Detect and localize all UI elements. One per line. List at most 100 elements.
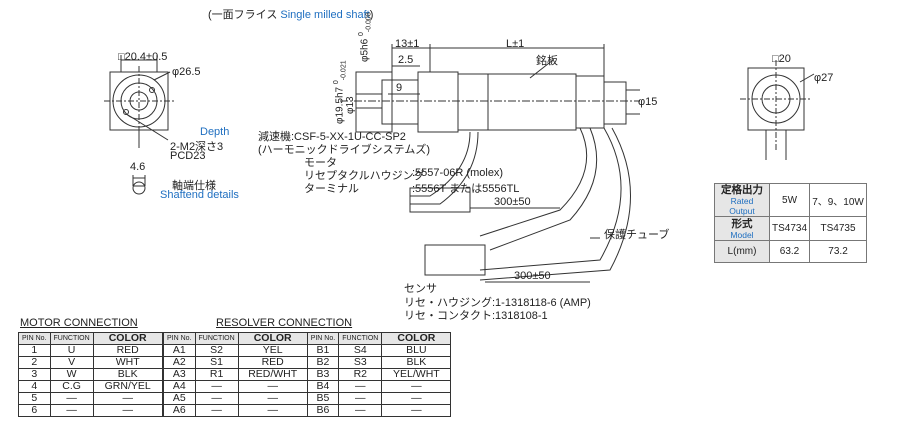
dim-shaft: φ5h6 0-0.008 bbox=[358, 12, 372, 62]
resolver-header-row: PIN No. FUNCTION COLOR PIN No. FUNCTION … bbox=[163, 332, 452, 345]
resolver-function: S2 bbox=[194, 344, 239, 357]
drawing-title: (一面フライス Single milled shaft) bbox=[208, 6, 373, 22]
motor-header-function: FUNCTION bbox=[49, 332, 94, 345]
resolver-color: — bbox=[381, 392, 452, 405]
resolver-color: RED bbox=[237, 356, 308, 369]
motor-header-row: PIN No. FUNCTION COLOR bbox=[18, 332, 163, 345]
resolver-function: R2 bbox=[338, 368, 383, 381]
title-prefix: (一面フライス bbox=[208, 9, 278, 21]
motor-label: モータ bbox=[304, 157, 337, 169]
spec-model-en: Model bbox=[730, 229, 754, 240]
receptacle-label: リセプタクルハウジング bbox=[304, 170, 425, 182]
title-suffix: ) bbox=[369, 9, 374, 21]
motor-pin: 6 bbox=[18, 404, 51, 417]
resolver-pin: B1 bbox=[306, 344, 340, 357]
spec-output-value-2: 7、9、10W bbox=[809, 183, 868, 217]
resolver-header-function-b: FUNCTION bbox=[338, 332, 383, 345]
spec-row-output: 定格出力 Rated Output 5W 7、9、10W bbox=[714, 183, 868, 217]
front-view-outline bbox=[104, 55, 174, 148]
spec-output-header: 定格出力 Rated Output bbox=[714, 183, 770, 217]
dim-flange: φ19.5h7 0-0.021 bbox=[333, 60, 347, 124]
terminal-label: ターミナル bbox=[304, 183, 359, 195]
motor-pin: 4 bbox=[18, 380, 51, 393]
shaftend-en: Shaftend details bbox=[160, 189, 239, 201]
motor-function: U bbox=[49, 344, 94, 357]
resolver-pin: A1 bbox=[163, 344, 196, 357]
motor-pin: 2 bbox=[18, 356, 51, 369]
sensor-label: センサ bbox=[404, 283, 437, 295]
resolver-function: S1 bbox=[194, 356, 239, 369]
dim-13: 13±1 bbox=[395, 38, 420, 50]
resolver-color: — bbox=[237, 380, 308, 393]
resolver-connection-title: RESOLVER CONNECTION bbox=[216, 317, 353, 329]
motor-function: C.G bbox=[49, 380, 94, 393]
spec-row-length: L(mm) 63.2 73.2 bbox=[714, 240, 868, 263]
sensor-contact: リセ・コンタクト:1318108-1 bbox=[404, 310, 548, 322]
resolver-color: — bbox=[237, 392, 308, 405]
spec-model-jp: 形式 bbox=[731, 217, 753, 230]
resolver-color: YEL bbox=[237, 344, 308, 357]
spec-model-value-1: TS4734 bbox=[768, 216, 811, 241]
table-row: A4——B4—— bbox=[163, 380, 452, 393]
pcd-label: PCD23 bbox=[170, 150, 206, 162]
resolver-function: — bbox=[194, 380, 239, 393]
resolver-color: BLU bbox=[381, 344, 452, 357]
resolver-function: S4 bbox=[338, 344, 383, 357]
shaftend-detail bbox=[132, 175, 146, 195]
resolver-pin: B5 bbox=[306, 392, 340, 405]
dim-15: φ15 bbox=[638, 96, 658, 108]
resolver-header-color-a: COLOR bbox=[237, 332, 308, 345]
resolver-function: — bbox=[338, 404, 383, 417]
motor-color: BLK bbox=[92, 368, 163, 381]
spec-length-value-1: 63.2 bbox=[768, 240, 811, 263]
dim-flange-tol-lo: -0.021 bbox=[340, 60, 348, 81]
front-dim-square: □20.4±0.5 bbox=[118, 51, 168, 63]
resolver-function: S3 bbox=[338, 356, 383, 369]
resolver-function: R1 bbox=[194, 368, 239, 381]
shaft-dim: 4.6 bbox=[130, 161, 146, 173]
motor-color: RED bbox=[92, 344, 163, 357]
resolver-color: YEL/WHT bbox=[381, 368, 452, 381]
rear-dim-diameter: φ27 bbox=[814, 72, 834, 84]
gear-label: 減速機:CSF-5-XX-1U-CC-SP2 bbox=[258, 131, 406, 143]
dim-flange-value: φ19.5h7 bbox=[334, 86, 346, 124]
resolver-function: — bbox=[338, 380, 383, 393]
table-row: 5—— bbox=[18, 392, 163, 405]
rear-view-outline bbox=[740, 60, 815, 160]
spec-model-header: 形式 Model bbox=[714, 216, 770, 241]
motor-function: — bbox=[49, 404, 94, 417]
resolver-pin: B2 bbox=[306, 356, 340, 369]
motor-color: — bbox=[92, 404, 163, 417]
motor-function: W bbox=[49, 368, 94, 381]
spec-model-value-2: TS4735 bbox=[809, 216, 868, 241]
gear-maker: (ハーモニックドライブシステムズ) bbox=[258, 144, 430, 156]
motor-header-color: COLOR bbox=[92, 332, 163, 345]
resolver-pin: B6 bbox=[306, 404, 340, 417]
motor-pin: 1 bbox=[18, 344, 51, 357]
spec-output-jp: 定格出力 bbox=[721, 184, 763, 196]
side-view-outline bbox=[340, 44, 640, 283]
spec-output-en: Rated Output bbox=[729, 196, 755, 216]
rear-dim-square: □20 bbox=[772, 53, 791, 65]
resolver-header-color-b: COLOR bbox=[381, 332, 452, 345]
spec-row-model: 形式 Model TS4734 TS4735 bbox=[714, 216, 868, 241]
dim-2-5: 2.5 bbox=[398, 54, 414, 66]
resolver-function: — bbox=[338, 392, 383, 405]
dim-flange-tol-hi: 0 bbox=[333, 80, 340, 85]
receptacle-value: :5557-06R (molex) bbox=[412, 167, 504, 179]
resolver-color: — bbox=[381, 404, 452, 417]
resolver-pin: A5 bbox=[163, 392, 196, 405]
motor-color: GRN/YEL bbox=[92, 380, 163, 393]
dim-shaft-tol-lo: -0.008 bbox=[365, 12, 373, 33]
nameplate-label: 銘板 bbox=[536, 55, 558, 67]
resolver-color: — bbox=[237, 404, 308, 417]
motor-function: — bbox=[49, 392, 94, 405]
dim-13-dia: φ13 bbox=[345, 96, 356, 114]
resolver-pin: A6 bbox=[163, 404, 196, 417]
